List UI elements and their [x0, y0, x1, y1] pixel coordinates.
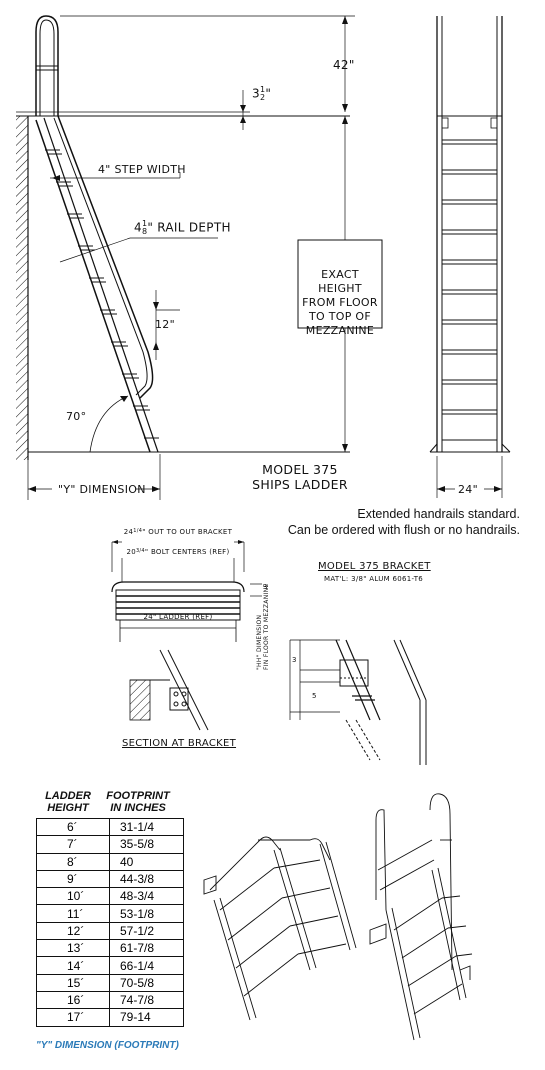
bracket-details-drawing: [111, 540, 427, 765]
footprint-cell: 57-1/2: [109, 921, 184, 941]
bracket-dim-a: 3: [292, 656, 297, 664]
ladder-height-cell: 8´: [36, 852, 110, 871]
table-row: 16´74-7/8: [36, 990, 184, 1010]
footprint-cell: 31-1/4: [109, 817, 184, 837]
out-to-out-label: 241/4" OUT TO OUT BRACKET: [123, 528, 233, 536]
ladder-height-cell: 15´: [36, 973, 110, 992]
footprint-cell: 79-14: [109, 1008, 184, 1027]
bracket-dim-b: 5: [312, 692, 317, 700]
table-row: 15´70-5/8: [36, 973, 184, 992]
top-extension-label: 42": [333, 58, 355, 72]
ladder-height-cell: 10´: [36, 887, 110, 906]
ladder-height-cell: 17´: [36, 1008, 110, 1027]
rung-spacing-label: 12": [155, 318, 175, 331]
table-row: 9´44-3/8: [36, 869, 184, 889]
handrail-notes: Extended handrails standard. Can be orde…: [287, 507, 520, 537]
hh-dimension-label: "HH" DIMENSION FIN FLOOR TO MEZZANINE: [256, 583, 270, 670]
bracket-title: MODEL 375 BRACKET: [318, 561, 431, 572]
front-width-label: 24": [458, 483, 478, 496]
ladder-height-cell: 16´: [36, 990, 110, 1010]
iso-ladder-flush: [203, 836, 357, 1021]
table-header: LADDER HEIGHT FOOTPRINT IN INCHES: [36, 790, 176, 814]
bracket-material: MAT'L: 3/8" ALUM 6061-T6: [324, 575, 424, 583]
header-footprint: FOOTPRINT IN INCHES: [106, 790, 170, 814]
footprint-cell: 35-5/8: [109, 835, 184, 854]
table-row: 13´61-7/8: [36, 939, 184, 958]
angle-label: 70°: [66, 410, 87, 423]
footprint-cell: 66-1/4: [109, 956, 184, 975]
footprint-cell: 40: [109, 852, 184, 871]
table-caption: "Y" DIMENSION (FOOTPRINT): [36, 1040, 179, 1051]
model-label: MODEL 375 SHIPS LADDER: [252, 462, 348, 492]
ladder-height-cell: 7´: [36, 835, 110, 854]
ladder-height-cell: 9´: [36, 869, 110, 889]
footprint-cell: 53-1/8: [109, 904, 184, 923]
ladder-height-cell: 14´: [36, 956, 110, 975]
table-row: 17´79-14: [36, 1008, 184, 1027]
table-row: 8´40: [36, 852, 184, 871]
iso-ladder-extended: [369, 793, 473, 1041]
header-ladder-height: LADDER HEIGHT: [45, 790, 91, 814]
exact-height-box: EXACT HEIGHT FROM FLOOR TO TOP OF MEZZAN…: [302, 268, 378, 337]
ladder-height-cell: 11´: [36, 904, 110, 923]
front-view-ladder: [429, 16, 511, 498]
table-row: 10´48-3/4: [36, 887, 184, 906]
footprint-cell: 61-7/8: [109, 939, 184, 958]
footprint-cell: 70-5/8: [109, 973, 184, 992]
ladder-height-cell: 6´: [36, 817, 110, 837]
y-dimension-label: "Y" DIMENSION: [58, 483, 146, 496]
step-width-label: 4" STEP WIDTH: [98, 163, 186, 176]
ladder-ref-label: 24" LADDER (REF): [143, 613, 213, 621]
footprint-cell: 48-3/4: [109, 887, 184, 906]
section-label: SECTION AT BRACKET: [122, 738, 237, 749]
footprint-cell: 44-3/8: [109, 869, 184, 889]
bracket-side-dim: 3: [263, 583, 268, 591]
table-row: 6´31-1/4: [36, 817, 184, 837]
ladder-height-cell: 13´: [36, 939, 110, 958]
footprint-cell: 74-7/8: [109, 990, 184, 1010]
table-row: 12´57-1/2: [36, 921, 184, 941]
table-row: 7´35-5/8: [36, 835, 184, 854]
wall-hatch: [16, 116, 28, 460]
table-row: 14´66-1/4: [36, 956, 184, 975]
bolt-centers-label: 203/4" BOLT CENTERS (REF): [126, 548, 230, 556]
table-row: 11´53-1/8: [36, 904, 184, 923]
isometric-views: [203, 793, 473, 1041]
ladder-height-cell: 12´: [36, 921, 110, 941]
side-view-drawing: [16, 15, 511, 500]
